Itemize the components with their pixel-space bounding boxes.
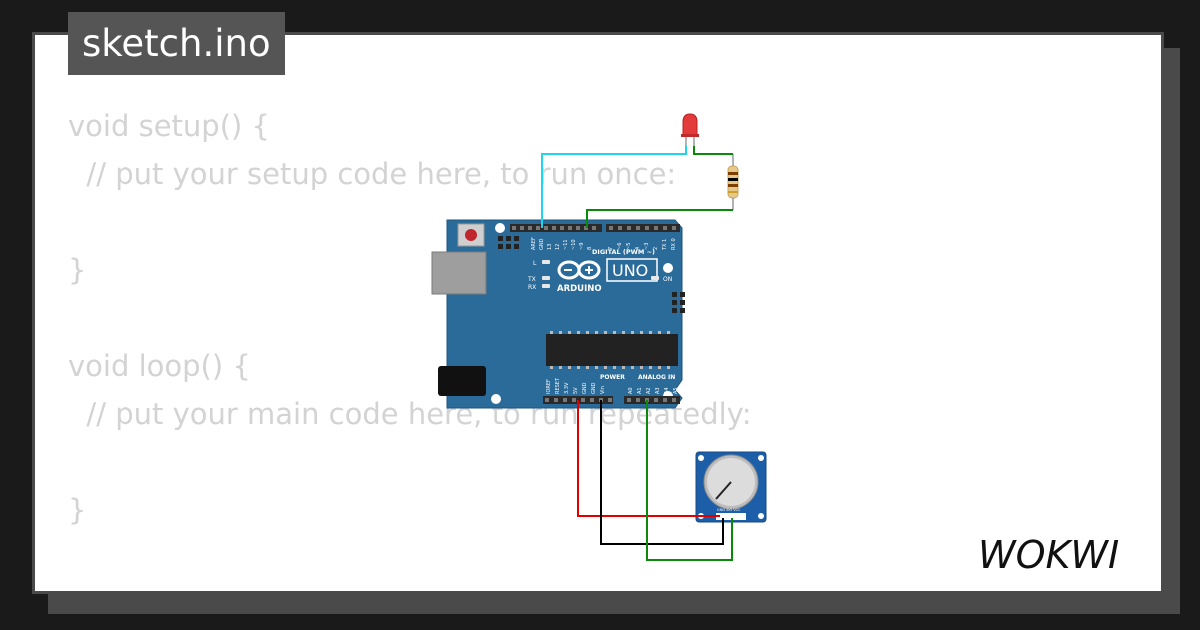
power-pin-label: IOREF (546, 379, 552, 394)
led-on-label: ON (663, 276, 672, 283)
analog-pin-label: A4 (664, 387, 670, 394)
resistor[interactable] (727, 154, 739, 210)
code-line: // put your setup code here, to run once… (68, 157, 677, 191)
digital-pin-label: 7 (608, 247, 614, 250)
arduino-logo (557, 260, 601, 280)
led-rx (542, 284, 550, 288)
wire-green-analog[interactable] (646, 400, 733, 561)
wire-red-5v[interactable] (577, 400, 720, 517)
analog-header (624, 396, 680, 404)
code-line: void loop() { (68, 349, 251, 383)
analog-pin-label: A3 (655, 387, 661, 394)
mounting-hole (663, 263, 673, 273)
digital-pin-label: AREF (531, 237, 537, 250)
power-pin-label: 3.3V (564, 382, 570, 394)
led-tx-label: TX (527, 276, 536, 283)
power-label: POWER (600, 374, 625, 381)
led-l-label: L (533, 260, 537, 267)
power-pin-label: Vin (600, 386, 606, 394)
analog-pin-label: A5 (673, 387, 679, 394)
wire-cyan[interactable] (541, 146, 687, 228)
usb-port (431, 251, 487, 295)
analog-pin-label: A2 (646, 387, 652, 394)
wire-green-led[interactable] (693, 146, 733, 155)
mounting-hole (495, 223, 505, 233)
wokwi-logo[interactable]: WOKWI (974, 530, 1146, 578)
power-pin-label: GND (591, 382, 597, 394)
digital-pin-label: 13 (547, 244, 553, 250)
digital-pin-label: ~5 (626, 243, 632, 250)
arduino-uno-board[interactable]: DIGITAL (PWM ~) UNO ARDUINO L TX RX ON P… (431, 219, 685, 409)
analog-pin-label: A1 (637, 387, 643, 394)
digital-header-right (606, 224, 680, 232)
reset-button[interactable] (457, 223, 485, 247)
analog-label: ANALOG IN (638, 374, 675, 381)
board-brand: ARDUINO (557, 284, 602, 294)
power-pin-label: 5V (573, 387, 579, 394)
led-l (542, 260, 550, 264)
mounting-hole (491, 394, 501, 404)
wire-green-resistor[interactable] (586, 209, 733, 228)
digital-pin-label: 4 (635, 247, 641, 250)
power-jack (438, 366, 486, 396)
digital-pin-label: 8 (587, 247, 593, 250)
led-tx (542, 276, 550, 280)
led-on (651, 276, 659, 280)
power-pin-label: GND (582, 382, 588, 394)
led-rx-label: RX (528, 284, 536, 291)
code-preview: void setup() { // put your setup code he… (68, 102, 752, 534)
digital-pin-label: 2 (653, 247, 659, 250)
microcontroller-chip (546, 334, 678, 366)
potentiometer-knob-indicator (715, 481, 732, 500)
digital-pin-label: 12 (555, 244, 561, 250)
red-led[interactable] (681, 113, 699, 146)
sketch-title: sketch.ino (68, 12, 285, 75)
potentiometer-pin-labels: GND SIG VCC (717, 508, 741, 512)
digital-label: DIGITAL (PWM ~) (592, 248, 655, 256)
potentiometer[interactable]: GND SIG VCC (695, 451, 767, 523)
power-pin-label: RESET (555, 377, 561, 394)
digital-pin-label: ~3 (644, 243, 650, 250)
digital-pin-label: ~11 (563, 239, 569, 250)
digital-pin-label: RX 0 (671, 238, 677, 250)
digital-pin-label: TX 1 (662, 239, 668, 251)
wire-black-gnd[interactable] (600, 400, 724, 545)
digital-pin-label: ~9 (579, 243, 585, 250)
board-model: UNO (612, 261, 648, 280)
digital-pin-label: GND (539, 238, 545, 250)
wokwi-logo-text: WOKWI (978, 533, 1119, 577)
code-line: } (68, 253, 87, 287)
analog-pin-label: A0 (628, 387, 634, 394)
code-line: void setup() { (68, 109, 270, 143)
code-line: } (68, 493, 87, 527)
digital-pin-label: ~6 (617, 243, 623, 250)
digital-pin-label: ~10 (571, 239, 577, 250)
